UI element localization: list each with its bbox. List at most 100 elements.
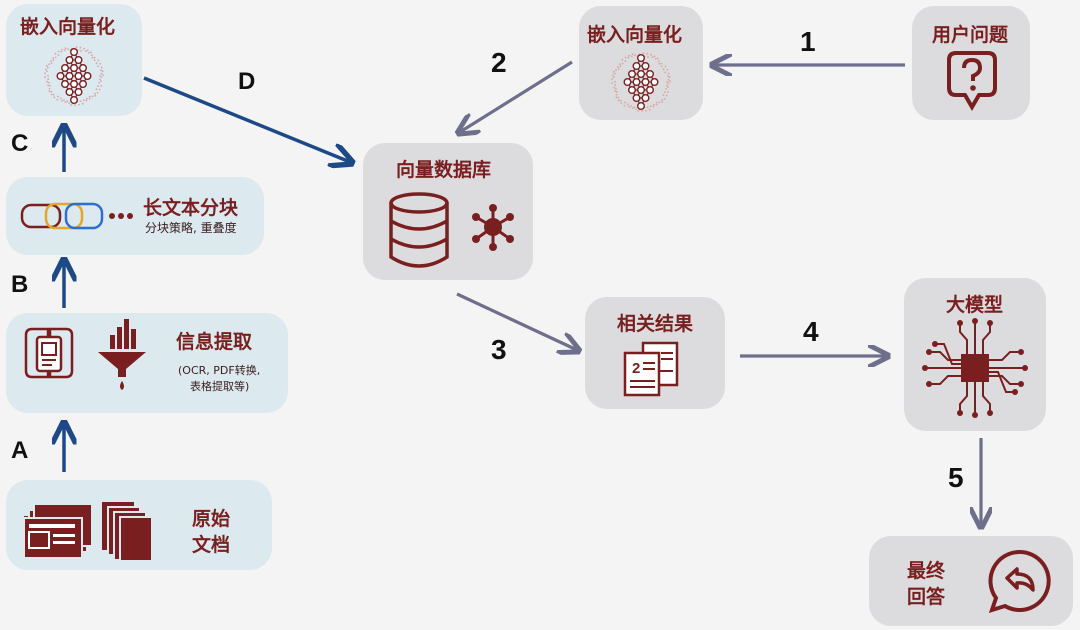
halo-dot [64, 47, 67, 50]
halo-dot [91, 56, 94, 59]
step-label-3: 3 [491, 334, 507, 365]
halo-dot [667, 86, 669, 88]
halo-dot [665, 84, 668, 87]
halo-dot [667, 72, 670, 75]
halo-dot [56, 98, 59, 101]
halo-dot [86, 49, 89, 52]
halo-dot [97, 85, 99, 87]
halo-dot [91, 95, 94, 98]
nn-node [637, 70, 646, 79]
halo-dot [619, 63, 621, 65]
halo-dot [90, 51, 92, 54]
halo-dot [44, 68, 47, 71]
user-question-label: 用户问题 [932, 24, 1009, 46]
halo-dot [611, 74, 614, 77]
halo-dot [630, 55, 633, 57]
chunking-box: 长文本分块 分块策略, 重叠度 [6, 177, 264, 255]
halo-dot [624, 101, 626, 104]
halo-dot [50, 90, 53, 93]
nn-node [627, 70, 636, 79]
halo-dot [655, 101, 658, 104]
nn-node [632, 78, 641, 87]
halo-dot [628, 54, 630, 57]
halo-dot [667, 82, 670, 85]
halo-dot [667, 91, 670, 93]
llm-box: 大模型 [904, 278, 1046, 431]
nn-node [65, 72, 74, 81]
halo-dot [617, 96, 620, 99]
nn-node [641, 61, 650, 70]
halo-dot [619, 99, 622, 102]
halo-dot [613, 76, 615, 79]
halo-dot [631, 107, 634, 110]
halo-dot [83, 47, 85, 50]
halo-dot [102, 74, 104, 76]
nn-node [637, 54, 646, 62]
nn-node [650, 78, 659, 87]
chunking-label: 长文本分块 [143, 197, 239, 219]
llm-label: 大模型 [946, 294, 1004, 316]
halo-dot [615, 87, 617, 90]
halo-dot [620, 102, 623, 105]
step-label-b: B [11, 271, 29, 298]
halo-dot [617, 68, 620, 70]
halo-dot [50, 60, 52, 62]
halo-dot [98, 78, 101, 81]
halo-dot [617, 99, 620, 102]
halo-dot [95, 88, 98, 91]
halo-dot [660, 65, 663, 68]
nn-node [74, 55, 83, 64]
halo-dot [97, 65, 99, 68]
halo-dot [47, 84, 49, 87]
nn-node [70, 96, 79, 105]
nn-node [641, 94, 650, 103]
nn-node [60, 64, 69, 73]
halo-dot [64, 101, 67, 104]
halo-dot [94, 92, 96, 95]
halo-dot [662, 94, 665, 97]
halo-dot [665, 94, 668, 97]
halo-dot [52, 57, 54, 59]
halo-dot [615, 96, 618, 99]
extraction-label: 信息提取 [176, 331, 253, 353]
step-label-5: 5 [948, 462, 964, 493]
source-docs-box: 原始 文档 [6, 480, 272, 570]
halo-dot [665, 88, 667, 90]
halo-dot [46, 70, 48, 73]
halo-dot [664, 71, 666, 74]
nn-node [641, 78, 650, 87]
halo-dot [649, 105, 652, 107]
halo-dot [93, 59, 96, 62]
halo-dot [667, 75, 669, 77]
halo-dot [48, 63, 50, 66]
halo-dot [63, 99, 65, 101]
chunking-note: 分块策略, 重叠度 [145, 221, 237, 235]
halo-dot [61, 48, 63, 51]
halo-dot [85, 99, 88, 102]
halo-dot [623, 104, 626, 107]
nn-node [79, 80, 88, 89]
halo-dot [63, 49, 66, 51]
halo-dot [100, 69, 102, 71]
step-label-4: 4 [803, 316, 819, 347]
halo-dot [628, 105, 630, 108]
vector-db-box: 向量数据库 [363, 143, 533, 280]
halo-dot [96, 91, 99, 94]
halo-dot [60, 97, 62, 100]
neural-net-icon [611, 52, 671, 112]
halo-dot [616, 91, 618, 93]
halo-dot [664, 91, 666, 93]
halo-dot [613, 70, 615, 73]
halo-dot [621, 62, 624, 65]
user-question-box: 用户问题 [912, 6, 1030, 120]
nn-node [646, 86, 655, 95]
halo-dot [655, 58, 657, 60]
halo-dot [70, 104, 73, 106]
halo-dot [90, 54, 93, 56]
documents-icon [23, 502, 153, 562]
halo-dot [657, 60, 660, 62]
halo-dot [68, 102, 70, 104]
halo-dot [666, 68, 669, 71]
nn-node [70, 80, 79, 89]
